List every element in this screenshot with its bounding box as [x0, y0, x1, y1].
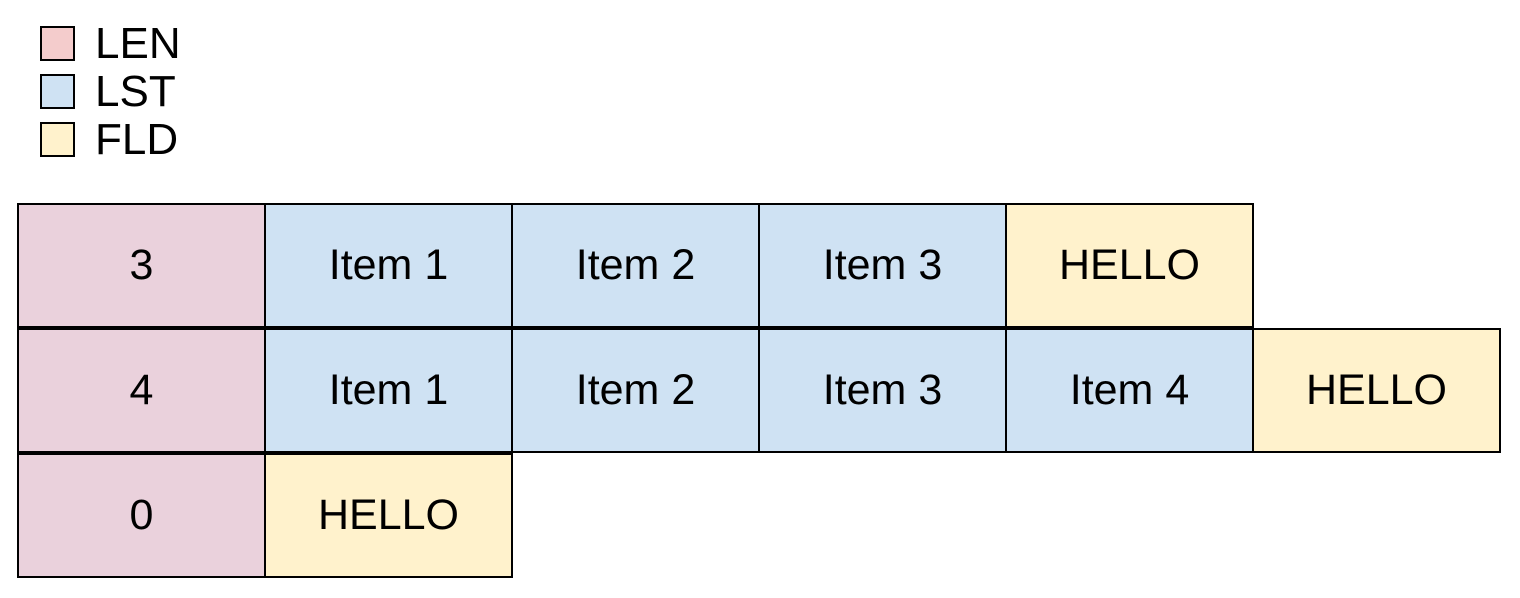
cell-len: 3 [17, 203, 266, 328]
cell-fld: HELLO [264, 453, 513, 578]
cell-len: 4 [17, 328, 266, 453]
legend-label-lst: LST [95, 66, 176, 116]
legend-item-len: LEN [40, 21, 181, 65]
cell-fld: HELLO [1005, 203, 1254, 328]
lst-color-swatch [40, 74, 75, 109]
fld-color-swatch [40, 122, 75, 157]
cell-lst: Item 3 [758, 328, 1007, 453]
cell-lst: Item 4 [1005, 328, 1254, 453]
cell-len: 0 [17, 453, 266, 578]
legend-item-fld: FLD [40, 117, 181, 161]
cell-fld: HELLO [1252, 328, 1501, 453]
len-color-swatch [40, 26, 75, 61]
cell-lst: Item 2 [511, 203, 760, 328]
cell-lst: Item 1 [264, 328, 513, 453]
cell-lst: Item 3 [758, 203, 1007, 328]
legend-item-lst: LST [40, 69, 181, 113]
legend-label-len: LEN [95, 18, 181, 68]
legend-label-fld: FLD [95, 114, 179, 164]
cell-lst: Item 2 [511, 328, 760, 453]
cell-lst: Item 1 [264, 203, 513, 328]
